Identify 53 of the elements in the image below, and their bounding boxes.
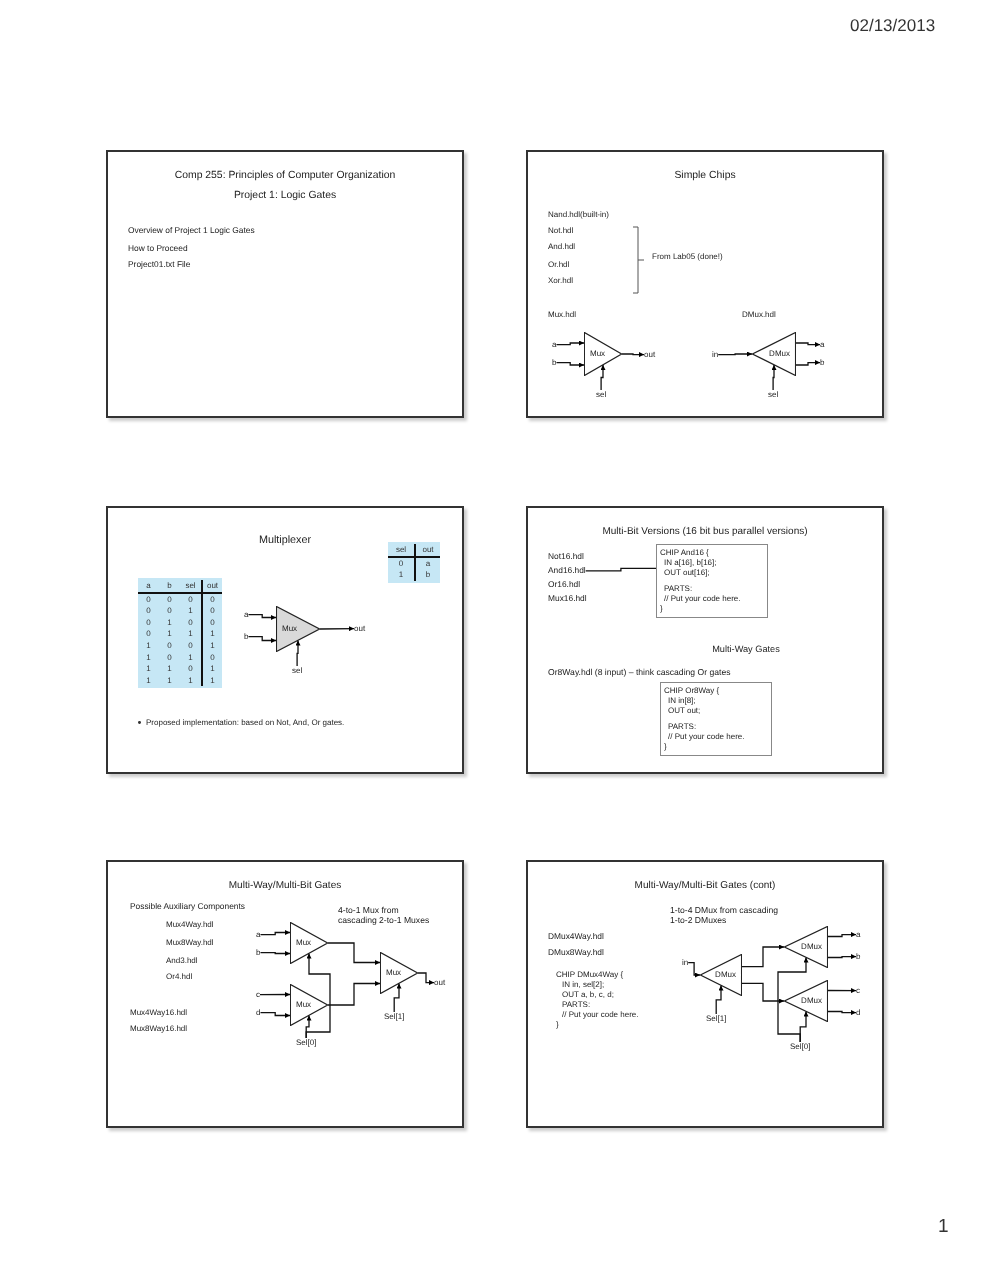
connector-line bbox=[585, 567, 657, 572]
arrow bbox=[305, 952, 331, 1039]
mux-gate bbox=[584, 332, 622, 376]
arrow bbox=[327, 981, 381, 1006]
mux-gate bbox=[380, 952, 418, 994]
arrow bbox=[555, 340, 585, 346]
arrow bbox=[715, 984, 724, 1015]
truth-table bbox=[138, 578, 222, 689]
demux-gate bbox=[752, 332, 796, 376]
arrow bbox=[555, 361, 585, 368]
demux-gate bbox=[784, 926, 828, 968]
slide bbox=[526, 150, 884, 418]
arrow bbox=[259, 951, 291, 956]
code-box bbox=[656, 544, 768, 618]
slide bbox=[526, 860, 884, 1128]
arrow bbox=[827, 988, 857, 994]
arrow bbox=[741, 944, 785, 968]
page-number: 1 bbox=[938, 1216, 949, 1238]
arrow bbox=[319, 626, 355, 632]
truth-table bbox=[388, 542, 440, 583]
arrow bbox=[621, 352, 645, 358]
arrow bbox=[717, 351, 753, 357]
mux-gate bbox=[290, 922, 328, 964]
arrow bbox=[827, 932, 857, 938]
code-box bbox=[660, 682, 772, 756]
arrow bbox=[771, 364, 777, 391]
arrow bbox=[600, 364, 606, 391]
mux-gate bbox=[276, 606, 320, 652]
arrow bbox=[393, 982, 402, 1013]
slide bbox=[526, 506, 884, 774]
arrow bbox=[295, 639, 301, 667]
slide bbox=[106, 150, 464, 418]
arrow bbox=[795, 360, 821, 366]
date-text: 02/13/2013 bbox=[850, 16, 936, 36]
arrow bbox=[417, 972, 435, 986]
demux-gate bbox=[700, 954, 742, 996]
arrow bbox=[795, 342, 821, 348]
arrow bbox=[741, 982, 785, 1004]
mux-gate bbox=[290, 984, 328, 1026]
arrow bbox=[247, 635, 277, 643]
arrow bbox=[259, 1011, 291, 1018]
arrow bbox=[799, 1010, 809, 1043]
slide bbox=[106, 860, 464, 1128]
demux-gate bbox=[784, 980, 828, 1022]
arrow bbox=[827, 1010, 857, 1016]
arrow bbox=[259, 992, 291, 997]
arrow bbox=[327, 942, 381, 965]
arrow bbox=[259, 930, 291, 936]
arrow bbox=[305, 1014, 312, 1039]
arrow bbox=[247, 613, 277, 620]
arrow bbox=[687, 961, 701, 978]
slide bbox=[106, 506, 464, 774]
arrow bbox=[827, 954, 857, 960]
